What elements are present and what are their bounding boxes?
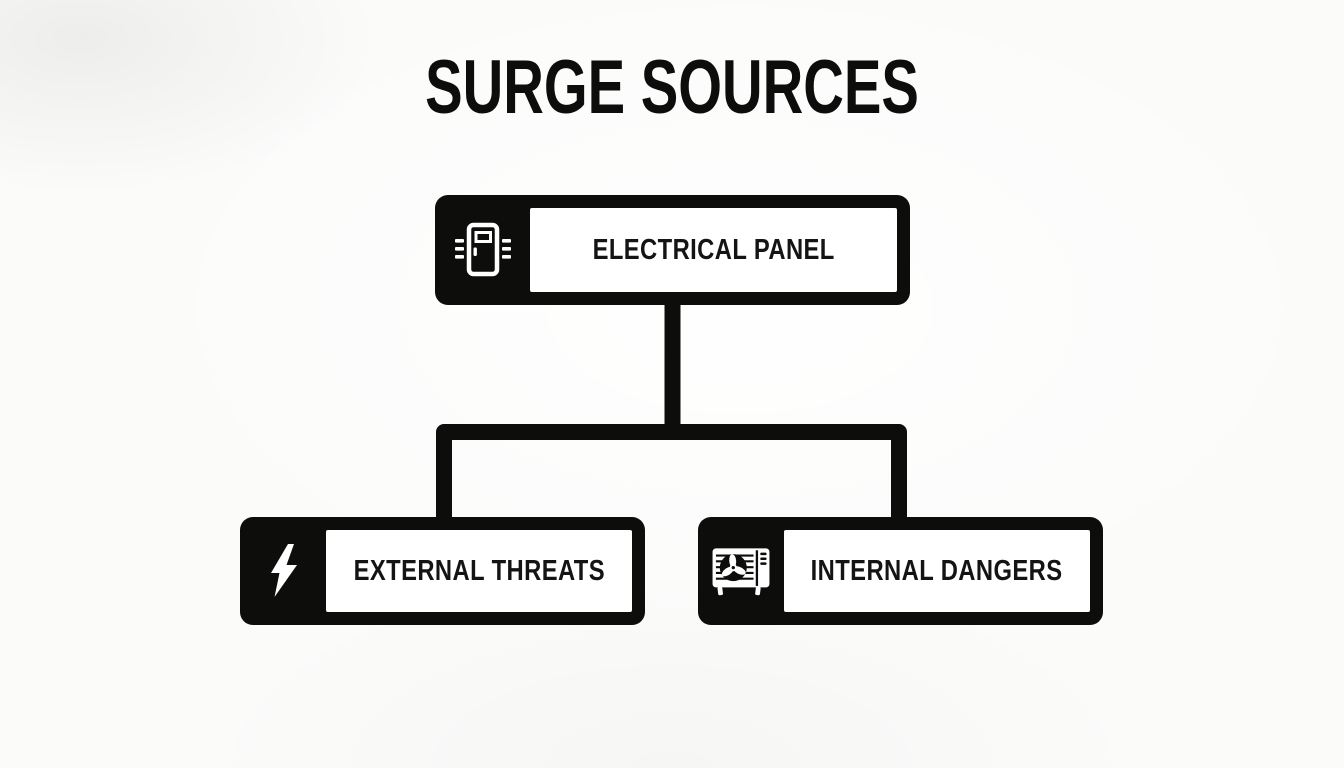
node-label-plate: ELECTRICAL PANEL bbox=[530, 208, 897, 292]
ac-unit-icon-svg bbox=[712, 548, 770, 596]
lightning-bolt-icon-svg bbox=[271, 544, 297, 597]
node-label-plate: INTERNAL DANGERS bbox=[784, 530, 1090, 612]
lightning-bolt-icon bbox=[240, 543, 326, 599]
node-label: INTERNAL DANGERS bbox=[811, 554, 1063, 587]
node-internal-dangers: INTERNAL DANGERS bbox=[698, 517, 1103, 625]
page-title: SURGE SOURCES bbox=[425, 45, 919, 130]
connector-branch bbox=[436, 424, 907, 522]
node-external-threats: EXTERNAL THREATS bbox=[240, 517, 645, 625]
ac-unit-icon bbox=[698, 544, 784, 598]
electrical-panel-icon-svg bbox=[454, 222, 511, 277]
node-label: EXTERNAL THREATS bbox=[353, 554, 605, 587]
node-label-plate: EXTERNAL THREATS bbox=[326, 530, 632, 612]
node-label: ELECTRICAL PANEL bbox=[592, 233, 835, 266]
electrical-panel-icon bbox=[435, 220, 530, 280]
node-electrical-panel: ELECTRICAL PANEL bbox=[435, 195, 910, 305]
